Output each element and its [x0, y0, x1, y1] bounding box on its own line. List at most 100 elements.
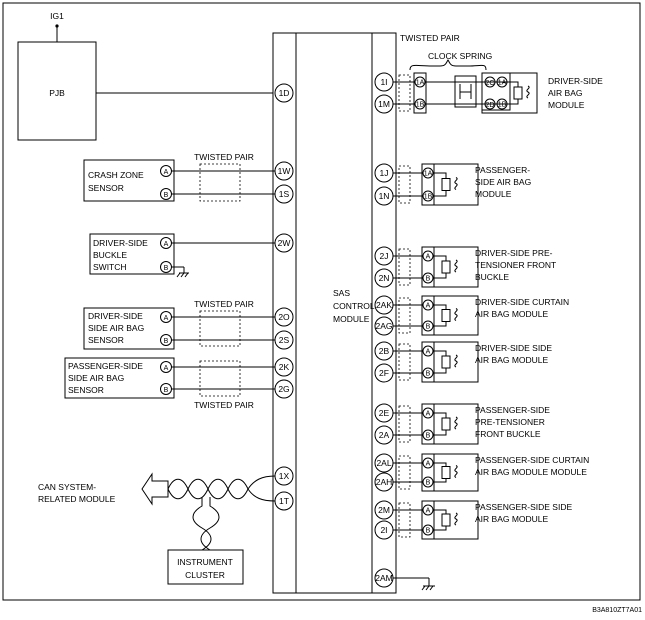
svg-text:1D: 1D — [279, 88, 290, 98]
heater-coil-icon — [454, 416, 458, 430]
svg-text:B: B — [164, 338, 169, 345]
svg-text:1W: 1W — [278, 166, 291, 176]
twisted-pair-ds-side — [199, 310, 241, 347]
crash-zone-sensor: CRASH ZONE SENSOR A B — [83, 159, 175, 202]
terminal-label: 2B — [379, 346, 390, 356]
svg-text:A: A — [164, 241, 169, 248]
connector-pin-B: B — [422, 476, 434, 488]
svg-text:B: B — [426, 324, 431, 331]
module-label-ds-curtain: AIR BAG MODULE — [475, 309, 549, 319]
pin-1D: 1D — [274, 83, 294, 103]
terminal-label: 1I — [380, 77, 387, 87]
terminal-label: 2E — [379, 408, 390, 418]
svg-text:A: A — [426, 254, 431, 261]
module-label-passenger-airbag: MODULE — [475, 189, 512, 199]
pin-2O: 2O — [274, 307, 294, 327]
svg-text:B: B — [164, 192, 169, 199]
terminal-label: 2I — [380, 525, 387, 535]
svg-text:A: A — [426, 411, 431, 418]
inflator-pin: 1B — [498, 102, 507, 109]
terminal-label: 2N — [379, 273, 390, 283]
pjb-label: PJB — [49, 88, 65, 98]
heater-coil-icon — [454, 259, 458, 273]
module-label-ps-curtain: PASSENGER-SIDE CURTAIN — [475, 455, 589, 465]
pin-1X: 1X — [274, 466, 294, 486]
twisted-pair-box — [398, 248, 411, 286]
driver-side-side-air-bag-sensor: DRIVER-SIDE SIDE AIR BAG SENSOR A B — [83, 307, 175, 350]
svg-text:2AM: 2AM — [375, 573, 392, 583]
svg-text:CRASH ZONE: CRASH ZONE — [88, 170, 144, 180]
svg-text:A: A — [426, 508, 431, 515]
connector-pin-1A: 1A — [422, 167, 434, 179]
svg-text:2O: 2O — [278, 312, 290, 322]
svg-text:DRIVER-SIDE: DRIVER-SIDE — [88, 311, 143, 321]
twisted-pair-box — [398, 74, 411, 112]
svg-text:B: B — [164, 265, 169, 272]
clock-spring-label: CLOCK SPRING — [428, 51, 492, 61]
terminal-label: 2AG — [375, 321, 392, 331]
svg-text:PASSENGER-SIDE: PASSENGER-SIDE — [68, 361, 143, 371]
svg-text:SENSOR: SENSOR — [68, 385, 104, 395]
inflator-ps-side — [433, 500, 479, 540]
module-label-ds-pretensioner: TENSIONER FRONT — [475, 260, 556, 270]
heater-coil-icon — [454, 354, 458, 368]
module-label-line-3: MODULE — [333, 314, 370, 324]
terminal-label: 2AL — [376, 458, 391, 468]
svg-text:CLUSTER: CLUSTER — [185, 570, 225, 580]
svg-text:B: B — [426, 371, 431, 378]
twisted-pair-box — [398, 455, 411, 490]
svg-text:BUCKLE: BUCKLE — [93, 250, 127, 260]
inflator-ds-side — [433, 341, 479, 383]
module-label-driver-airbag: AIR BAG — [548, 88, 582, 98]
instrument-cluster: INSTRUMENT CLUSTER — [167, 549, 244, 585]
driver-airbag-module-body — [481, 72, 538, 114]
connector-pin-A: A — [422, 407, 434, 419]
module-label-ds-side: AIR BAG MODULE — [475, 355, 549, 365]
passenger-side-side-air-bag-sensor: PASSENGER-SIDE SIDE AIR BAG SENSOR A B — [64, 357, 175, 399]
twisted-pair-label-2: TWISTED PAIR — [194, 299, 254, 309]
pin-2W: 2W — [274, 233, 294, 253]
buckle-ground-symbol — [172, 266, 189, 278]
can-label-line-1: CAN SYSTEM- — [38, 482, 96, 492]
heater-coil-icon — [454, 512, 458, 526]
terminal-label: 2AK — [376, 300, 392, 310]
can-label-line-2: RELATED MODULE — [38, 494, 116, 504]
heater-coil-icon — [454, 177, 458, 190]
pin-2S: 2S — [274, 330, 294, 350]
pin-2J: 2J — [374, 246, 394, 266]
svg-text:B: B — [426, 276, 431, 283]
module-label-ps-side: AIR BAG MODULE — [475, 514, 549, 524]
pin-1T: 1T — [274, 491, 294, 511]
clock-spring-brace — [409, 59, 487, 71]
svg-text:SIDE AIR BAG: SIDE AIR BAG — [68, 373, 124, 383]
squib-icon — [441, 466, 451, 479]
connector-pin-B: B — [422, 367, 434, 379]
svg-text:1X: 1X — [279, 471, 290, 481]
supply-label: IG1 — [50, 11, 64, 21]
terminal-label: 1N — [379, 191, 390, 201]
connector-driver-airbag — [413, 72, 427, 114]
svg-text:A: A — [426, 461, 431, 468]
svg-text:SENSOR: SENSOR — [88, 335, 124, 345]
twisted-pair-box — [398, 165, 411, 204]
svg-text:2S: 2S — [279, 335, 290, 345]
pin-2AM: 2AM — [374, 568, 394, 588]
inflator-pin: 1A — [498, 80, 507, 87]
terminal-label: 1M — [378, 99, 390, 109]
module-label-line-1: SAS — [333, 288, 350, 298]
module-label-passenger-airbag: PASSENGER- — [475, 165, 530, 175]
svg-text:INSTRUMENT: INSTRUMENT — [177, 557, 233, 567]
heater-coil-icon — [454, 465, 458, 478]
twisted-pair-label-1: TWISTED PAIR — [194, 152, 254, 162]
twisted-pair-box — [398, 405, 411, 443]
module-label-ps-curtain: AIR BAG MODULE MODULE — [475, 467, 587, 477]
twisted-pair-box — [398, 502, 411, 538]
connector-pin-A: A — [422, 345, 434, 357]
module-ground-symbol — [393, 577, 435, 591]
svg-text:2K: 2K — [279, 362, 290, 372]
squib-icon — [441, 309, 451, 322]
